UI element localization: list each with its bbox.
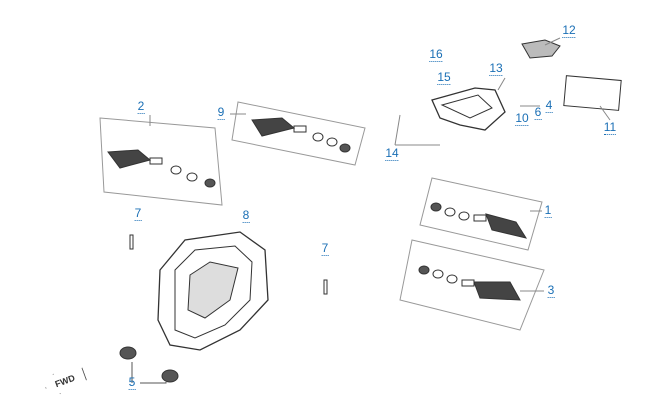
callout-11[interactable]: 11 (603, 120, 617, 135)
callout-16[interactable]: 16 (429, 47, 443, 62)
bolt-7a (129, 234, 134, 250)
callout-5[interactable]: 5 (128, 375, 136, 390)
meter-bracket-13 (431, 87, 506, 131)
group-outline-3 (399, 239, 545, 331)
callout-7[interactable]: 7 (321, 241, 329, 256)
group-outline-9 (231, 101, 366, 166)
group-outline-2 (99, 117, 223, 206)
callout-1[interactable]: 1 (544, 203, 552, 218)
turn-signal-9 (251, 117, 351, 153)
callout-4[interactable]: 4 (545, 98, 553, 113)
callout-10[interactable]: 10 (515, 111, 529, 126)
turn-signal-1 (430, 202, 528, 239)
bolt-7b (323, 279, 328, 295)
callout-12[interactable]: 12 (562, 23, 576, 38)
callout-7[interactable]: 7 (134, 206, 142, 221)
group-outline-1 (419, 177, 543, 251)
leader-lines (149, 37, 611, 292)
turn-signal-2 (107, 149, 216, 188)
callout-3[interactable]: 3 (547, 283, 555, 298)
reflector-11 (563, 75, 622, 111)
callout-6[interactable]: 6 (534, 105, 542, 120)
callout-2[interactable]: 2 (137, 99, 145, 114)
callout-15[interactable]: 15 (437, 70, 451, 85)
callout-9[interactable]: 9 (217, 105, 225, 120)
callout-14[interactable]: 14 (385, 146, 399, 161)
callout-13[interactable]: 13 (489, 61, 503, 76)
grommets-5 (119, 346, 179, 384)
callout-8[interactable]: 8 (242, 208, 250, 223)
headlight-8 (157, 231, 269, 351)
turn-signal-3 (418, 265, 521, 301)
bracket-12 (521, 39, 561, 59)
